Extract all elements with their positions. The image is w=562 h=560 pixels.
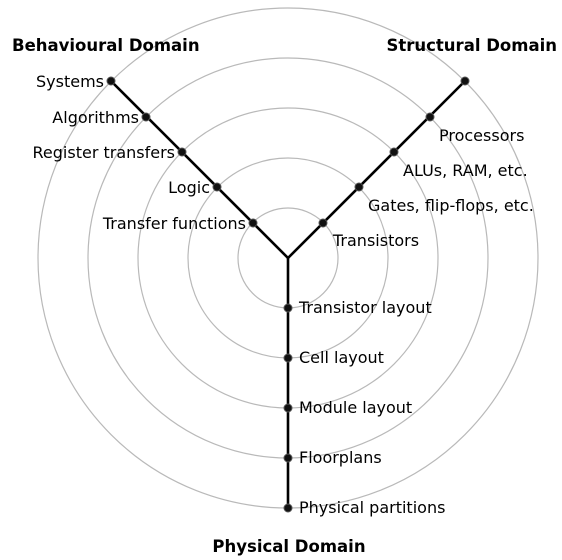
structural-axis: [286, 79, 467, 260]
structural-labels: Processors ALUs, RAM, etc. Gates, flip-f…: [332, 126, 534, 250]
structural-level-label: ALUs, RAM, etc.: [403, 161, 528, 180]
physical-node: [283, 403, 293, 413]
behavioural-node: [106, 76, 116, 86]
physical-level-label: Module layout: [299, 398, 412, 417]
physical-labels: Transistor layout Cell layout Module lay…: [298, 298, 445, 517]
structural-level-label: Gates, flip-flops, etc.: [368, 196, 534, 215]
physical-level-label: Cell layout: [299, 348, 384, 367]
structural-domain-title: Structural Domain: [386, 36, 557, 55]
physical-node: [283, 453, 293, 463]
behavioural-level-label: Register transfers: [33, 143, 175, 162]
physical-level-label: Transistor layout: [298, 298, 432, 317]
physical-node: [283, 353, 293, 363]
behavioural-nodes: [106, 76, 258, 228]
structural-node: [318, 218, 328, 228]
behavioural-level-label: Logic: [168, 178, 210, 197]
behavioural-level-label: Algorithms: [52, 108, 139, 127]
behavioural-labels: Systems Algorithms Register transfers Lo…: [33, 72, 246, 233]
behavioural-level-label: Systems: [36, 72, 104, 91]
structural-node: [389, 147, 399, 157]
structural-nodes: [318, 76, 470, 228]
physical-level-label: Floorplans: [299, 448, 382, 467]
physical-node: [283, 303, 293, 313]
physical-level-label: Physical partitions: [299, 498, 445, 517]
structural-node: [460, 76, 470, 86]
physical-domain-title: Physical Domain: [212, 537, 365, 556]
physical-node: [283, 503, 293, 513]
physical-nodes: [283, 303, 293, 513]
behavioural-node: [141, 112, 151, 122]
structural-level-label: Transistors: [332, 231, 419, 250]
behavioural-level-label: Transfer functions: [102, 214, 246, 233]
structural-node: [354, 182, 364, 192]
behavioural-node: [212, 182, 222, 192]
behavioural-node: [248, 218, 258, 228]
domain-axes: [109, 79, 467, 510]
behavioural-node: [177, 147, 187, 157]
behavioural-domain-title: Behavioural Domain: [12, 36, 200, 55]
structural-level-label: Processors: [439, 126, 524, 145]
structural-node: [425, 112, 435, 122]
behavioural-axis: [109, 79, 290, 260]
